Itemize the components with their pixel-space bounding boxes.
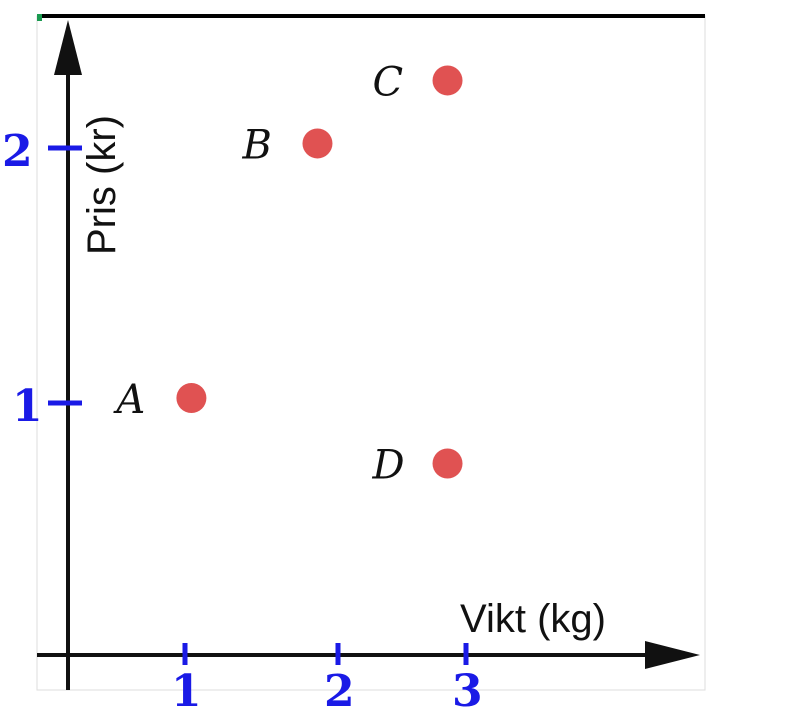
x-axis-label: Vikt (kg) [460, 597, 606, 641]
ticks: 1 2 3 1 2 [2, 126, 483, 717]
axes [37, 20, 700, 690]
x-axis-arrow [645, 641, 700, 669]
y-tick-label: 1 [12, 381, 43, 432]
point-label-b: B [241, 122, 271, 168]
x-tick-label: 3 [452, 666, 483, 717]
corner-marker [37, 14, 42, 21]
point-label-c: C [373, 59, 404, 105]
x-tick-label: 2 [324, 666, 355, 717]
y-axis-arrow [54, 20, 82, 75]
points: A B C D [112, 59, 463, 488]
data-point-b [302, 128, 333, 159]
data-point-c [432, 65, 463, 96]
chart-frame [36, 15, 706, 691]
data-point-a [176, 382, 207, 413]
data-point-d [432, 448, 463, 479]
x-tick-label: 1 [171, 666, 202, 717]
y-axis-label: Pris (kr) [80, 115, 124, 255]
point-label-a: A [112, 377, 145, 423]
point-label-d: D [372, 442, 405, 488]
y-tick-label: 2 [2, 126, 33, 177]
